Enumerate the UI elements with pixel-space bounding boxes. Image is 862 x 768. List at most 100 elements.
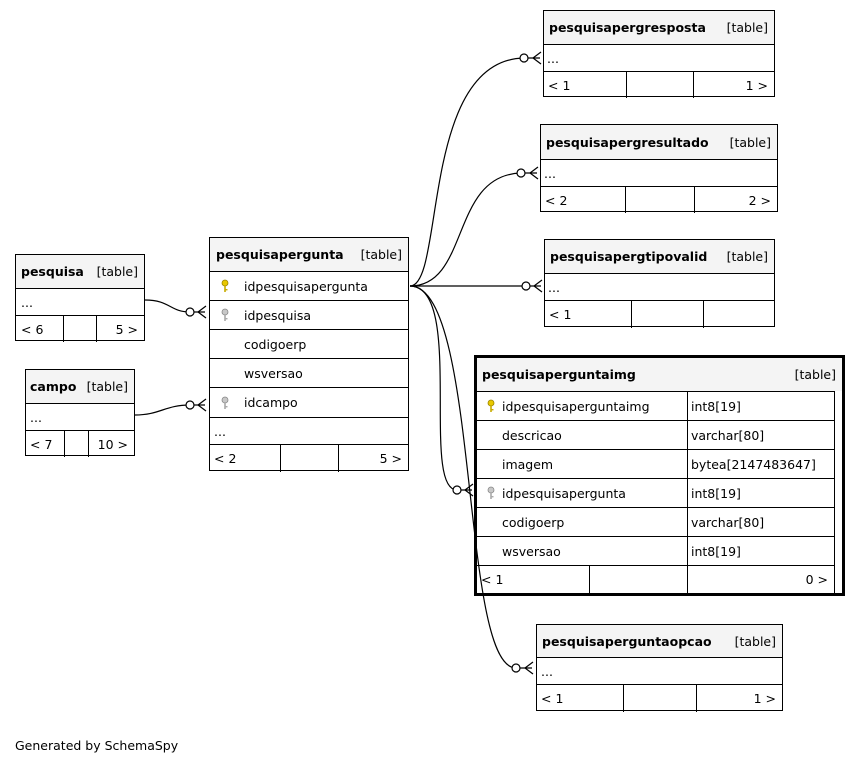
edge-opcao (409, 285, 532, 669)
table-name: pesquisapergresultado (546, 134, 709, 150)
edge-pesquisa (144, 299, 205, 313)
column-row: codigoerp varchar[80] (477, 507, 834, 536)
table-tag: [table] (86, 379, 128, 394)
crowfoot-pesquisa (197, 305, 207, 319)
table-name: campo (30, 379, 77, 394)
ellipsis: ... (30, 409, 42, 425)
column-type: int8[19] (691, 485, 741, 501)
column-name: idpesquisa (244, 307, 312, 323)
table-pesquisaperguntaopcao[interactable]: pesquisaperguntaopcao [table] ... < 1 1 … (536, 624, 783, 712)
column-row: idpesquisaperguntaimg int8[19] (477, 391, 834, 420)
column-row: codigoerp (210, 329, 408, 358)
parents-count: < 1 (481, 572, 504, 587)
ellipsis: ... (548, 279, 560, 295)
edge-end-resposta (519, 53, 529, 63)
column-row: idpesquisapergunta (210, 271, 408, 300)
ellipsis: ... (21, 294, 33, 310)
column-row: descricao varchar[80] (477, 420, 834, 449)
parents-count: < 2 (545, 192, 568, 208)
table-name: pesquisaperguntaimg (482, 367, 636, 382)
edge-img (409, 285, 472, 491)
foreign-key-icon (216, 396, 234, 410)
crowfoot-tipovalid (533, 279, 543, 293)
column-name: codigoerp (502, 514, 565, 530)
column-row: idcampo (210, 387, 408, 417)
table-campo[interactable]: campo [table] ... < 7 10 > (25, 369, 135, 457)
column-row: imagem bytea[2147483647] (477, 449, 834, 478)
table-tag: [table] (734, 633, 776, 649)
column-name: wsversao (502, 543, 561, 559)
table-tag: [table] (726, 20, 768, 35)
table-pesquisapergresposta[interactable]: pesquisapergresposta [table] ... < 1 1 > (543, 10, 775, 98)
parents-count: < 6 (21, 321, 44, 337)
table-pesquisaperguntaimg[interactable]: pesquisaperguntaimg [table] idpesquisape… (474, 355, 845, 596)
edge-end-pesquisa (185, 307, 195, 317)
edge-resposta (409, 57, 540, 287)
primary-key-icon (216, 279, 234, 293)
table-tag: [table] (360, 247, 402, 262)
column-name: idpesquisapergunta (244, 278, 368, 294)
column-row: idpesquisa (210, 300, 408, 329)
parents-count: < 1 (549, 307, 572, 322)
crowfoot-campo (197, 398, 207, 412)
column-type: bytea[2147483647] (691, 456, 816, 472)
column-type: int8[19] (691, 543, 741, 559)
edge-end-img (452, 485, 462, 495)
ellipsis: ... (544, 165, 556, 181)
crowfoot-img (464, 483, 474, 497)
table-name: pesquisapergresposta (549, 20, 706, 35)
table-tag: [table] (96, 264, 138, 279)
edge-end-opcao (511, 663, 521, 673)
children-count: 0 > (805, 572, 828, 587)
edge-campo (134, 404, 205, 416)
column-name: idcampo (244, 395, 298, 410)
edge-resultado (409, 172, 537, 287)
column-name: codigoerp (244, 336, 307, 352)
primary-key-icon (482, 399, 500, 413)
edge-end-campo (185, 400, 195, 410)
column-name: idpesquisaperguntaimg (502, 398, 650, 414)
table-name: pesquisapergtipovalid (550, 249, 708, 264)
table-name: pesquisapergunta (216, 247, 344, 262)
parents-count: < 1 (541, 691, 564, 706)
column-name: wsversao (244, 365, 303, 381)
foreign-key-icon (482, 486, 500, 500)
children-count: 5 > (379, 451, 402, 466)
crowfoot-opcao (524, 661, 534, 675)
table-tag: [table] (729, 134, 771, 150)
table-tag: [table] (794, 367, 836, 382)
column-type: int8[19] (691, 398, 741, 414)
column-type: varchar[80] (691, 514, 765, 530)
crowfoot-resposta (532, 51, 542, 65)
column-row: idpesquisapergunta int8[19] (477, 478, 834, 507)
ellipsis: ... (214, 423, 226, 439)
parents-count: < 2 (214, 451, 237, 466)
column-name: idpesquisapergunta (502, 485, 626, 501)
edge-end-tipovalid (521, 281, 531, 291)
column-name: imagem (502, 456, 554, 472)
table-tag: [table] (726, 249, 768, 264)
column-type: varchar[80] (691, 427, 765, 443)
table-pesquisapergresultado[interactable]: pesquisapergresultado [table] ... < 2 2 … (540, 124, 778, 213)
children-count: 5 > (115, 321, 138, 337)
table-pesquisapergunta[interactable]: pesquisapergunta [table] idpesquisapergu… (209, 237, 409, 472)
children-count: 1 > (745, 77, 768, 93)
foreign-key-icon (216, 308, 234, 322)
column-name: descricao (502, 427, 562, 443)
ellipsis: ... (541, 663, 553, 679)
table-pesquisa[interactable]: pesquisa [table] ... < 6 5 > (15, 254, 145, 342)
children-count: 2 > (748, 192, 771, 208)
generated-by-footer: Generated by SchemaSpy (15, 738, 179, 753)
table-name: pesquisa (21, 264, 84, 279)
parents-count: < 1 (548, 77, 571, 93)
column-row: wsversao int8[19] (477, 536, 834, 565)
children-count: 1 > (753, 691, 776, 706)
table-pesquisapergtipovalid[interactable]: pesquisapergtipovalid [table] ... < 1 (544, 239, 775, 328)
parents-count: < 7 (30, 436, 53, 452)
ellipsis: ... (547, 50, 559, 66)
children-count: 10 > (97, 436, 128, 452)
column-row: wsversao (210, 358, 408, 387)
table-name: pesquisaperguntaopcao (542, 633, 712, 649)
edge-end-resultado (516, 168, 526, 178)
